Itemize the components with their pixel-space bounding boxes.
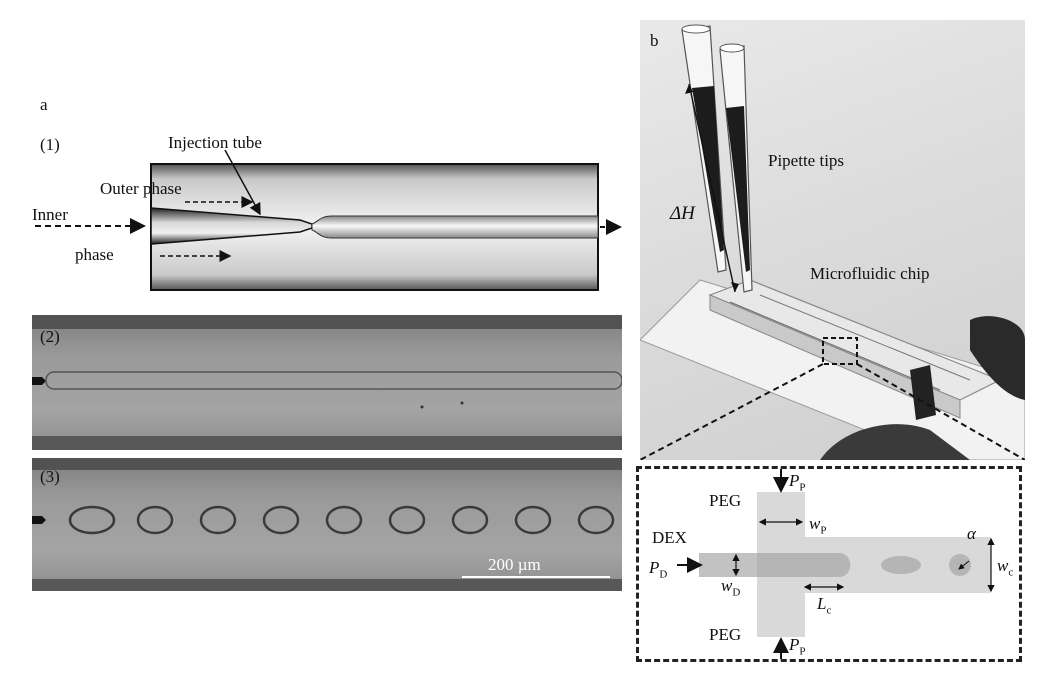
droplet [388, 505, 426, 535]
pp-bottom-label: PP [789, 635, 806, 658]
alpha-label: α [967, 524, 976, 543]
dex-channel [699, 553, 759, 577]
microfluidic-chip-label: Microfluidic chip [810, 264, 930, 283]
wc-label: wc [997, 556, 1014, 579]
droplet [68, 505, 116, 535]
wp-label: wP [809, 514, 827, 537]
delta-h-label: ΔH [670, 203, 695, 224]
droplet [136, 505, 174, 535]
pipette-tips-label: Pipette tips [768, 151, 845, 170]
sub1-label: (1) [40, 135, 60, 154]
dex-label: DEX [652, 528, 687, 547]
panel-b-letter: b [650, 31, 659, 50]
inner-label: Inner [32, 205, 68, 224]
lc-label: Lc [817, 594, 832, 617]
dex-jet [757, 553, 851, 577]
injection-tube-label: Injection tube [168, 133, 262, 152]
droplet [262, 505, 300, 535]
inner-jet [311, 215, 599, 239]
injection-tube-pointer [224, 150, 261, 216]
droplet-2 [949, 554, 971, 576]
pp-top-label: PP [789, 471, 806, 494]
alpha-dim [958, 560, 970, 570]
peg-top-label: PEG [709, 491, 742, 510]
wd-label: wD [721, 576, 741, 599]
sub3-label: (3) [40, 467, 60, 486]
sub2-label: (2) [40, 327, 60, 346]
droplet [577, 505, 615, 535]
panel-a-letter: a [40, 95, 48, 114]
micrograph-jet [32, 315, 622, 450]
droplet [199, 505, 237, 535]
chip-photograph [640, 20, 1025, 460]
outer-phase-label: Outer phase [100, 179, 182, 198]
scale-bar-label: 200 µm [488, 555, 541, 574]
droplet [514, 505, 552, 535]
pd-label: PD [649, 558, 668, 581]
droplet [451, 505, 489, 535]
coflow-schematic [35, 150, 622, 291]
micrograph-droplets [32, 458, 622, 591]
droplet [325, 505, 363, 535]
phase-label: phase [75, 245, 114, 264]
peg-bottom-label: PEG [709, 625, 742, 644]
droplet-1 [881, 556, 921, 574]
junction-inset: PEG PEG DEX PP PP PD wP wD Lc wc α [636, 466, 1022, 662]
